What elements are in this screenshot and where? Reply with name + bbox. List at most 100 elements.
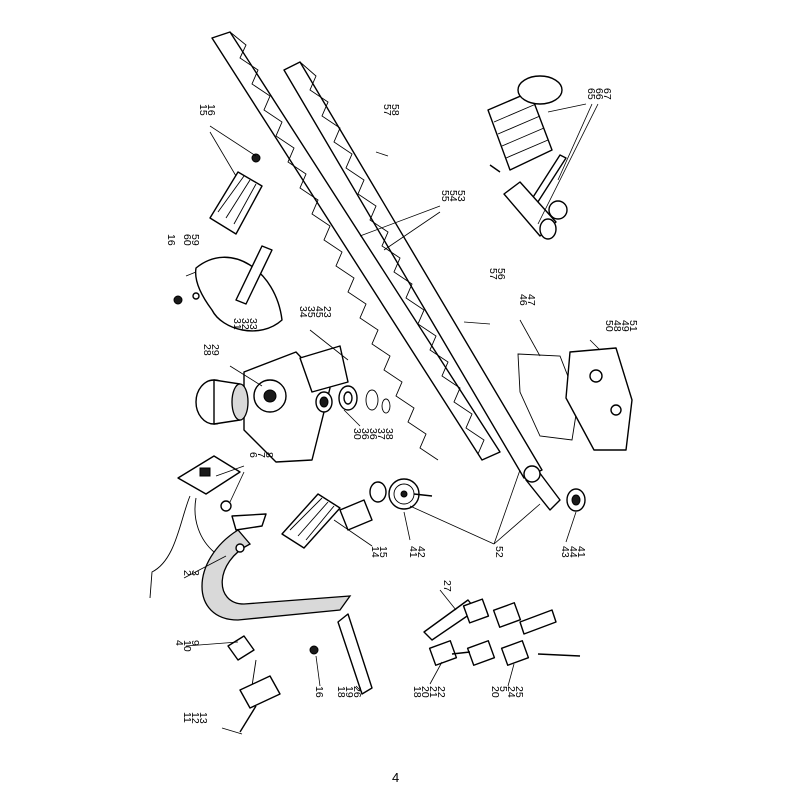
callout-label: 50 [603, 320, 615, 332]
callout-label: 13 [197, 712, 209, 724]
callout-label: 14 [369, 546, 381, 558]
callout-label: 43 [559, 546, 571, 558]
callout-16-60-59: 16 60 59 [165, 234, 201, 246]
callout-label: 27 [441, 580, 453, 592]
callout-label: 55 [439, 190, 451, 202]
socket-tube [503, 181, 557, 240]
callout-label: 37 [375, 428, 387, 440]
callout-label: 35 [305, 306, 317, 318]
gasket [517, 353, 579, 441]
callout-label: 18 [335, 686, 347, 698]
front-grip [281, 493, 341, 549]
callout-label: 16 [205, 104, 217, 116]
callout-label: 58 [389, 104, 401, 116]
callout-label: 53 [455, 190, 467, 202]
callout-label: 5 [497, 686, 509, 692]
callout-label: 48 [611, 320, 623, 332]
callout-label: 36 [359, 428, 371, 440]
callout-34-35-45-23: 34 35 45 23 [297, 306, 333, 318]
callout-27: 27 [441, 580, 453, 592]
callout-label: 49 [619, 320, 631, 332]
callout-label: 15 [197, 104, 209, 116]
callout-41-42: 41 42 [407, 546, 427, 558]
callout-label: 20 [419, 686, 431, 698]
callout-label: 10 [181, 640, 193, 652]
gear-wheel [369, 478, 433, 510]
callout-label: 30 [351, 428, 363, 440]
callout-label: 46 [517, 294, 529, 306]
strap-clip [309, 613, 373, 695]
callout-label: 36 [367, 428, 379, 440]
callout-15-16-top: 15 16 [197, 104, 217, 116]
callout-label: 25 [513, 686, 525, 698]
callout-label: 54 [447, 190, 459, 202]
spanner-tool [527, 154, 568, 220]
switch-housing [177, 455, 267, 531]
handle-clamp [227, 635, 281, 733]
callout-label: 66 [593, 88, 605, 100]
motor-armature [487, 75, 563, 173]
callout-label: 24 [505, 686, 517, 698]
bearing-set [315, 385, 391, 414]
blade-holder-assembly [423, 598, 581, 666]
callout-label: 51 [627, 320, 639, 332]
callout-label: 4 [173, 640, 185, 646]
callout-label: 31 [231, 318, 243, 330]
callout-14-15: 14 15 [369, 546, 389, 558]
callout-57-56: 57 56 [487, 268, 507, 280]
callout-55-54-53: 55 54 53 [439, 190, 467, 202]
callout-label: 67 [601, 88, 613, 100]
page-number: 4 [392, 770, 400, 785]
callout-20-5-24-25: 20 5 24 25 [489, 686, 525, 698]
callout-label: 18 [411, 686, 423, 698]
callout-label: 34 [297, 306, 309, 318]
motor-bell [195, 379, 249, 425]
callout-label: 32 [239, 318, 251, 330]
rear-grip [209, 153, 263, 235]
callout-label: 65 [585, 88, 597, 100]
callout-18-20-21-22: 18 20 21 22 [411, 686, 447, 698]
callout-label: 29 [209, 344, 221, 356]
callout-65-66-67: 65 66 67 [585, 88, 613, 100]
callout-label: 60 [181, 234, 193, 246]
callout-31-32-33: 31 32 33 [231, 318, 259, 330]
callout-label: 21 [427, 686, 439, 698]
callout-2-3: 2 3 [181, 570, 201, 576]
callout-57-58: 57 58 [381, 104, 401, 116]
callout-label: 22 [435, 686, 447, 698]
callout-label: 6 [247, 452, 259, 458]
callout-label: 9 [189, 640, 201, 646]
hand-guard-disc [173, 245, 283, 332]
callout-11-12-13: 11 12 13 [181, 712, 209, 724]
callout-label: 41 [575, 546, 587, 558]
callout-label: 59 [189, 234, 201, 246]
callout-label: 57 [487, 268, 499, 280]
cutter-blade-upper [211, 31, 501, 461]
front-handle-bow [201, 499, 373, 621]
callout-50-48-49-51: 50 48 49 51 [603, 320, 639, 332]
callout-label: 28 [201, 344, 213, 356]
callout-label: 19 [343, 686, 355, 698]
callout-label: 41 [407, 546, 419, 558]
callout-label: 16 [313, 686, 325, 698]
callout-30-36-36-37-38: 30 36 36 37 38 [351, 428, 395, 440]
cutter-blade-lower [283, 61, 543, 479]
callout-label: 57 [381, 104, 393, 116]
callout-label: 2 [181, 570, 193, 576]
callout-label: 11 [181, 712, 193, 723]
callout-label: 45 [313, 306, 325, 318]
callout-label: 3 [189, 570, 201, 576]
callout-label: 42 [415, 546, 427, 558]
callout-28-29: 28 29 [201, 344, 221, 356]
connecting-rod [523, 465, 586, 512]
callout-label: 7 [255, 452, 267, 458]
callout-46-47: 46 47 [517, 294, 537, 306]
callout-label: 44 [567, 546, 579, 558]
callout-label: 12 [189, 712, 201, 724]
leader-lines [183, 103, 601, 735]
callout-label: 16 [165, 234, 177, 246]
callout-label: 26 [351, 686, 363, 698]
callout-18-19-26: 18 19 26 [335, 686, 363, 698]
power-cable [149, 495, 245, 599]
